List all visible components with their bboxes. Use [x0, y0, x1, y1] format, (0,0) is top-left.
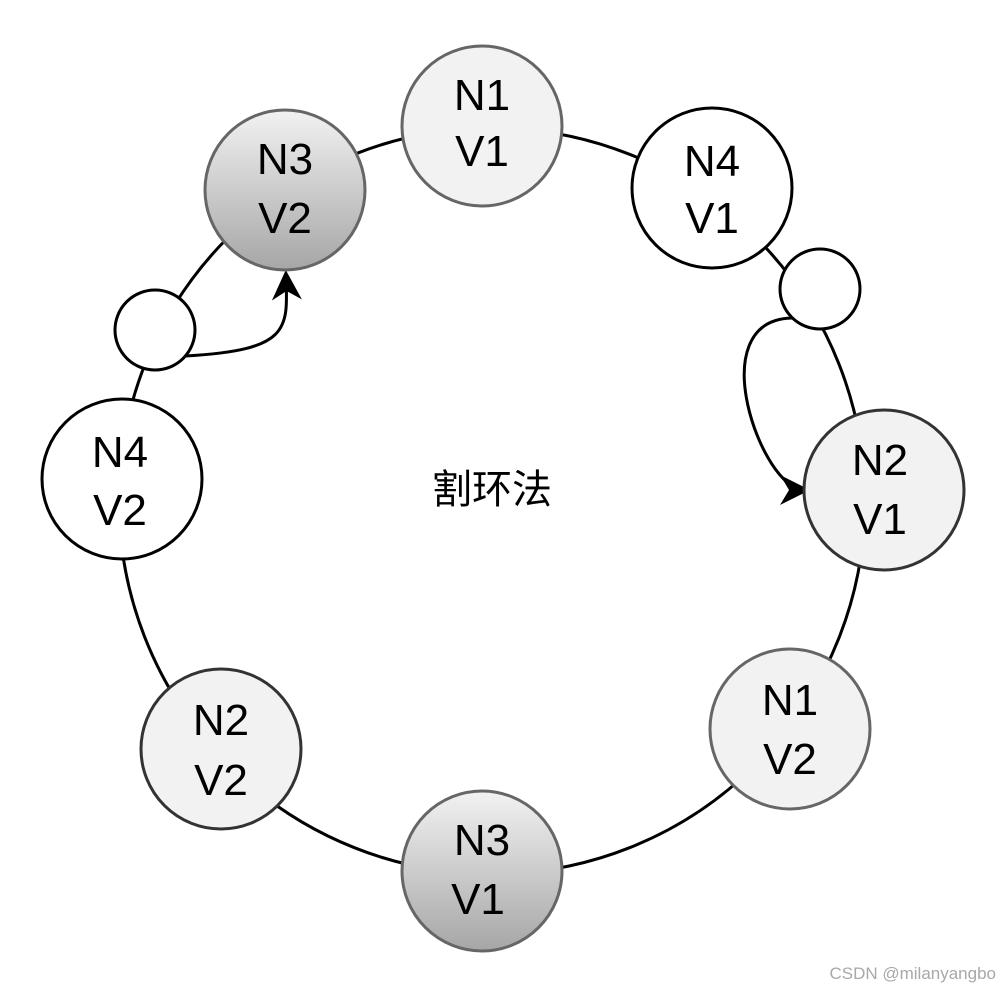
node-label-line1: N1	[762, 676, 818, 725]
node-label-line2: V2	[763, 735, 817, 784]
node-n1-v1: N1 V1	[400, 44, 564, 208]
node-label-line2: V2	[93, 486, 147, 535]
watermark: CSDN @milanyangbo	[829, 964, 996, 983]
node-label-line1: N4	[684, 137, 740, 186]
node-n4-v2: N4 V2	[40, 397, 204, 561]
node-n3-v1: N3 V1	[400, 789, 564, 953]
node-n2-v1: N2 V1	[802, 408, 966, 572]
node-n1-v2: N1 V2	[708, 647, 872, 811]
node-label-line2: V2	[194, 756, 248, 805]
node-n3-v2: N3 V2	[203, 108, 367, 272]
node-label-line2: V2	[258, 194, 312, 243]
node-label-line2: V1	[451, 875, 505, 924]
arrow-left-to-n3v2	[185, 270, 302, 358]
node-label-line1: N2	[193, 696, 249, 745]
node-label-line1: N3	[454, 816, 510, 865]
center-label: 割环法	[432, 467, 552, 513]
node-label-line1: N2	[852, 436, 908, 485]
empty-node-right	[778, 247, 862, 331]
node-n2-v2: N2 V2	[139, 667, 303, 831]
node-label-line1: N4	[92, 428, 148, 477]
node-label-line2: V1	[853, 495, 907, 544]
node-label-line2: V1	[685, 194, 739, 243]
arrow-right-to-n2v1	[742, 316, 810, 505]
node-n4-v1: N4 V1	[630, 106, 794, 270]
node-label-line1: N1	[454, 71, 510, 120]
empty-node-left	[113, 288, 197, 372]
node-label-line2: V1	[455, 127, 509, 176]
node-label-line1: N3	[257, 135, 313, 184]
